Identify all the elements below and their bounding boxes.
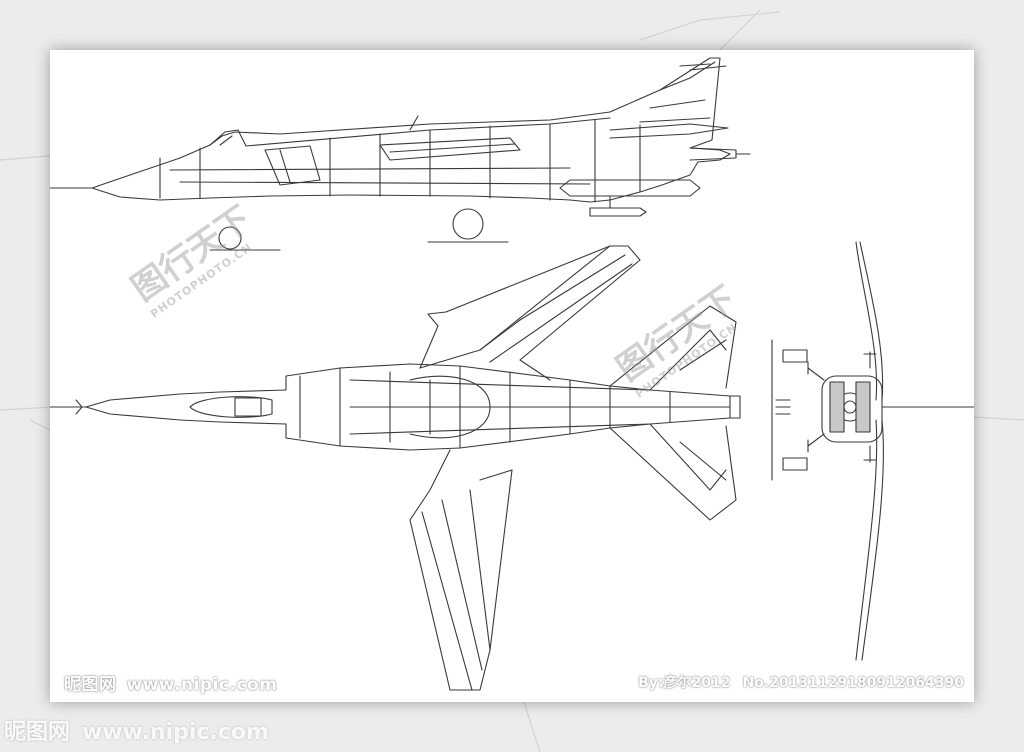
site-url: www.nipic.com xyxy=(126,675,278,695)
front-view xyxy=(771,241,974,661)
side-view xyxy=(50,57,751,251)
site-name: 昵图网 xyxy=(4,720,71,745)
site-url: www.nipic.com xyxy=(82,720,269,745)
site-watermark: 昵图网 www.nipic.com xyxy=(64,670,277,695)
credit-watermark: By:彦尔2012 No.20131129180912064390 xyxy=(638,672,964,692)
three-view-aircraft-drawing xyxy=(50,57,974,691)
top-view xyxy=(50,245,741,691)
author-credit: By:彦尔2012 xyxy=(638,675,731,691)
site-name: 昵图网 xyxy=(64,675,117,695)
image-number: No.20131129180912064390 xyxy=(742,675,964,691)
drawing-sheet: 图行天下 PHOTOPHOTO.CN 图行天下 PHOTOPHOTO.CN 昵图… xyxy=(50,50,974,702)
ghost-watermark-strip: 昵图网 www.nipic.com xyxy=(0,714,1024,746)
